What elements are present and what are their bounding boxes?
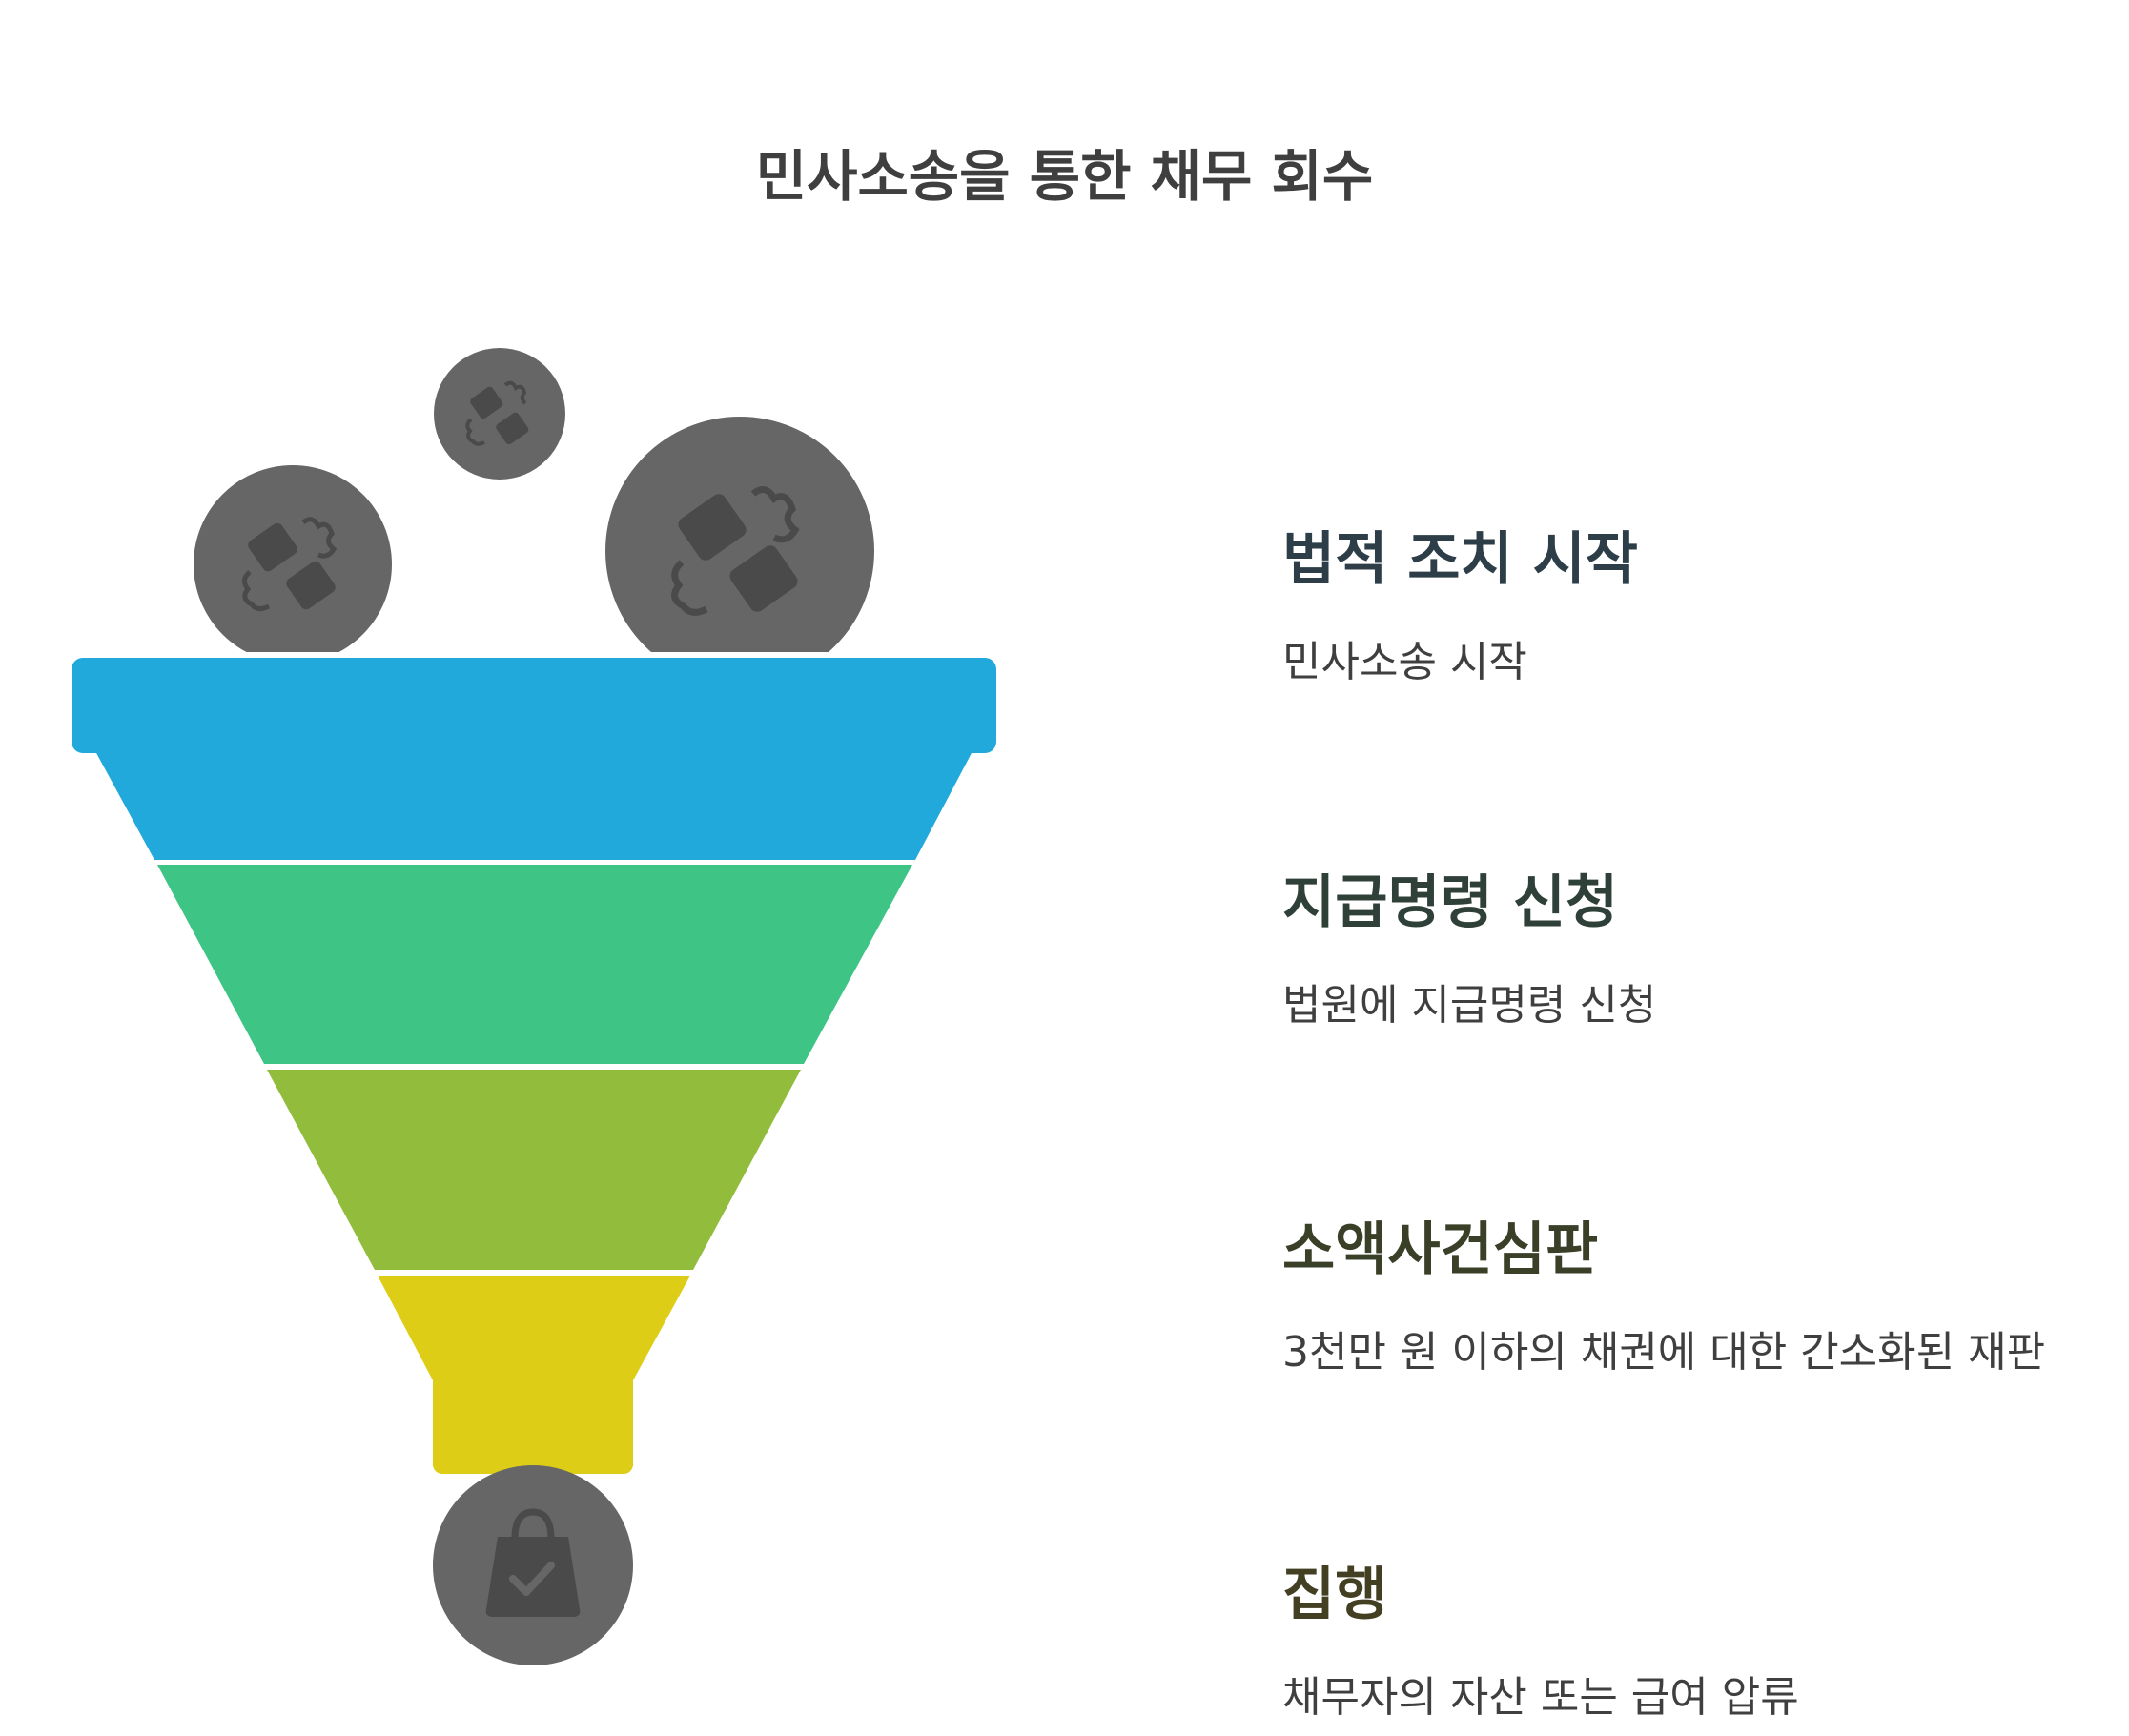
puzzle-coin-icon	[605, 417, 874, 685]
funnel-segment-3	[267, 1070, 801, 1270]
step-desc-legal-action: 민사소송 시작	[1282, 638, 1527, 686]
funnel-segment-4	[378, 1276, 690, 1474]
step-desc-enforcement: 채무자의 자산 또는 급여 압류	[1282, 1673, 1799, 1722]
step-title-enforcement: 집행	[1282, 1562, 1388, 1628]
step-title-payment-order: 지급명령 신청	[1282, 869, 1619, 936]
shopping-bag-check-icon	[433, 1465, 633, 1665]
funnel-segment-1	[72, 658, 996, 860]
puzzle-coin-icon	[434, 348, 565, 480]
step-desc-payment-order: 법원에 지급명령 신청	[1282, 981, 1657, 1030]
puzzle-coin-icon	[194, 465, 392, 664]
step-desc-small-claims: 3천만 원 이하의 채권에 대한 간소화된 재판	[1282, 1328, 2046, 1377]
funnel-diagram	[57, 348, 1001, 1665]
step-title-legal-action: 법적 조치 시작	[1282, 526, 1638, 593]
funnel-segment-2	[157, 865, 912, 1064]
page-title: 민사소송을 통한 채무 회수	[755, 144, 1374, 209]
step-title-small-claims: 소액사건심판	[1282, 1216, 1599, 1283]
